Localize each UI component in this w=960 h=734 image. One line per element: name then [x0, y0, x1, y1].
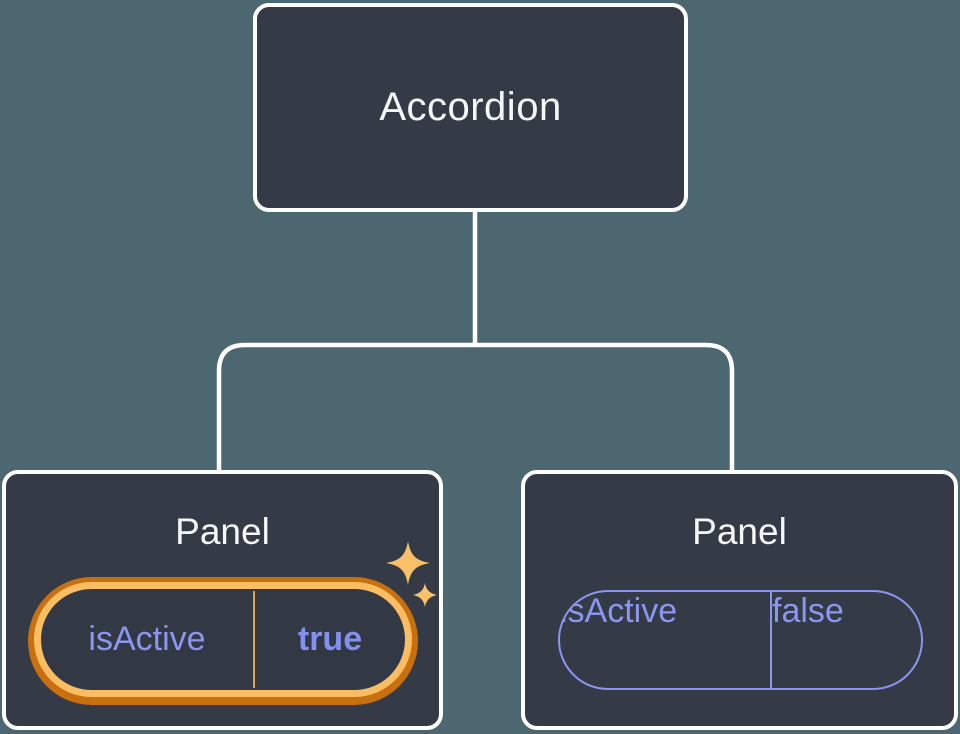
state-prop-value: false — [772, 592, 844, 630]
component-label-accordion: Accordion — [379, 85, 562, 129]
state-prop-name: isActive — [560, 592, 678, 630]
sparkle-small-icon — [413, 583, 437, 607]
pill-divider — [253, 591, 255, 688]
state-highlight-ring-inner: isActive true — [34, 582, 412, 697]
component-label-panel-inactive: Panel — [692, 511, 787, 552]
component-node-panel-inactive: Panel isActive false — [521, 470, 958, 730]
component-node-accordion: Accordion — [253, 3, 688, 212]
state-prop-value: true — [297, 620, 363, 658]
state-highlight-ring: isActive true — [28, 577, 418, 705]
pill-divider — [770, 592, 772, 688]
component-label-panel-active: Panel — [175, 511, 270, 552]
state-pill-inactive: isActive false — [558, 590, 923, 690]
component-node-panel-active: Panel isActive true — [2, 470, 443, 730]
state-pill-active: isActive true — [41, 589, 405, 690]
state-prop-name: isActive — [88, 620, 206, 658]
connector-bracket — [216, 342, 735, 472]
